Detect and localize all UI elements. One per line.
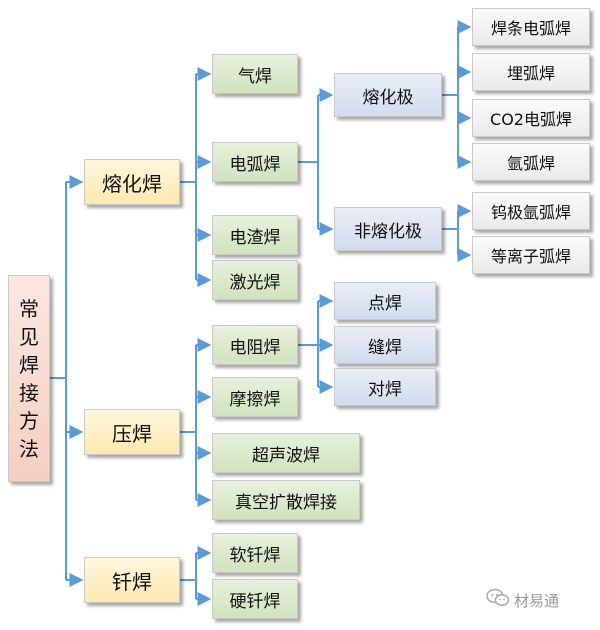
node-smaw: 焊条电弧焊 bbox=[472, 8, 590, 46]
watermark: 材易通 bbox=[486, 588, 559, 612]
wechat-icon bbox=[486, 588, 510, 612]
root-label-char: 见 bbox=[19, 324, 39, 349]
root-label-char: 法 bbox=[19, 436, 39, 461]
root-label: 常见焊接方法 bbox=[19, 295, 39, 463]
node-pressure-welding: 压焊 bbox=[84, 409, 180, 455]
root-node: 常见焊接方法 bbox=[8, 275, 50, 482]
node-friction-welding: 摩擦焊 bbox=[212, 377, 298, 417]
node-laser-welding: 激光焊 bbox=[212, 260, 298, 300]
root-label-char: 焊 bbox=[19, 352, 39, 377]
node-vacuum-diffusion-welding: 真空扩散焊接 bbox=[212, 480, 360, 520]
node-butt-welding: 对焊 bbox=[334, 368, 436, 406]
node-seam-welding: 缝焊 bbox=[334, 326, 436, 364]
node-argon-arc-welding: 氩弧焊 bbox=[472, 143, 590, 181]
node-spot-welding: 点焊 bbox=[334, 282, 436, 320]
root-label-char: 常 bbox=[19, 296, 39, 321]
node-fusion-welding: 熔化焊 bbox=[84, 159, 180, 205]
root-label-char: 方 bbox=[19, 408, 39, 433]
node-consumable-electrode: 熔化极 bbox=[334, 73, 442, 117]
node-gas-welding: 气焊 bbox=[212, 54, 298, 94]
node-arc-welding: 电弧焊 bbox=[212, 142, 298, 182]
node-electroslag-welding: 电渣焊 bbox=[212, 215, 298, 255]
root-label-char: 接 bbox=[19, 380, 39, 405]
node-soft-soldering: 软钎焊 bbox=[212, 533, 298, 573]
node-plasma-arc-welding: 等离子弧焊 bbox=[472, 236, 590, 274]
node-co2-arc-welding: CO2电弧焊 bbox=[472, 99, 590, 137]
node-hard-soldering: 硬钎焊 bbox=[212, 579, 298, 619]
node-non-consumable-electrode: 非熔化极 bbox=[334, 207, 442, 251]
node-tig-welding: 钨极氩弧焊 bbox=[472, 192, 590, 230]
node-saw: 埋弧焊 bbox=[472, 53, 590, 91]
node-brazing: 钎焊 bbox=[84, 557, 180, 603]
node-ultrasonic-welding: 超声波焊 bbox=[212, 433, 360, 473]
node-resistance-welding: 电阻焊 bbox=[212, 325, 298, 365]
watermark-text: 材易通 bbox=[514, 591, 560, 610]
